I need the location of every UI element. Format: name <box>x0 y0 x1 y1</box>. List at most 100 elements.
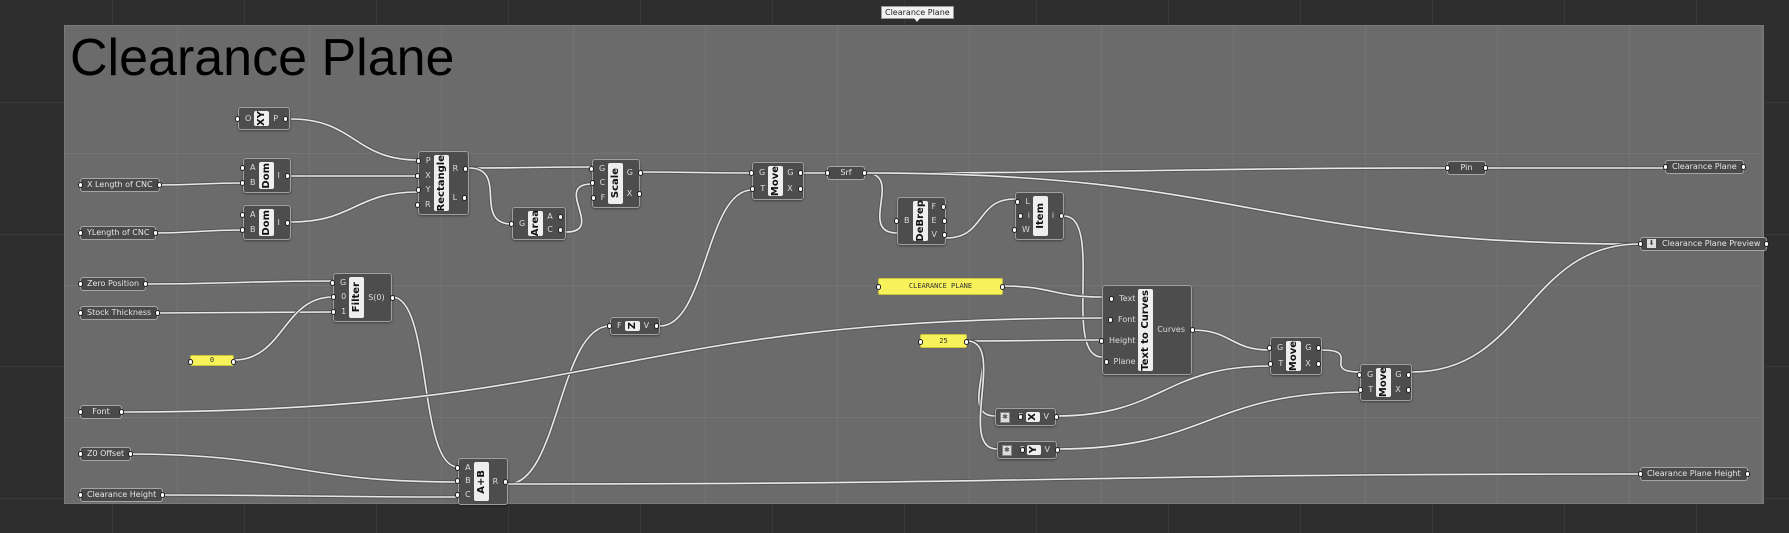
input-port[interactable]: T <box>1358 385 1374 395</box>
input-port[interactable]: Font <box>1107 314 1136 324</box>
output-port[interactable]: I <box>277 170 293 180</box>
output-port[interactable]: R <box>492 476 508 486</box>
input-port[interactable]: A <box>239 210 256 220</box>
output-port[interactable]: E <box>931 216 947 225</box>
wire[interactable] <box>864 172 898 234</box>
panel-zero[interactable]: 0 <box>188 355 236 366</box>
input-port[interactable]: G <box>1266 343 1284 352</box>
wire[interactable] <box>391 296 459 468</box>
output-port[interactable]: P <box>273 113 288 123</box>
output-port[interactable]: S(0) <box>368 292 396 302</box>
wire[interactable] <box>126 453 459 483</box>
output-port[interactable]: Curves <box>1157 325 1195 334</box>
param-srf[interactable]: Srf <box>825 166 867 180</box>
output-port[interactable]: V <box>1044 445 1062 454</box>
wire[interactable] <box>565 183 593 233</box>
wire[interactable] <box>1002 285 1103 298</box>
wire[interactable] <box>121 317 1103 413</box>
output-port[interactable]: X <box>626 189 644 199</box>
wire[interactable] <box>156 494 459 498</box>
wire[interactable] <box>142 280 334 285</box>
input-port[interactable]: B <box>240 177 256 187</box>
wire[interactable] <box>966 340 998 450</box>
wire[interactable] <box>468 166 593 169</box>
wire[interactable] <box>639 171 753 174</box>
wire[interactable] <box>945 198 1016 239</box>
wire[interactable] <box>156 182 244 186</box>
output-port[interactable]: V <box>643 321 661 330</box>
panel-size[interactable]: 25 <box>918 334 969 348</box>
param-ylength[interactable]: YLength of CNC <box>77 226 159 240</box>
param-stock[interactable]: Stock Thickness <box>77 306 161 320</box>
input-port[interactable]: i <box>1016 211 1030 220</box>
output-port[interactable]: G <box>626 167 644 177</box>
output-port[interactable]: A <box>547 211 565 221</box>
output-port[interactable]: G <box>1305 343 1322 352</box>
param-xlength[interactable]: X Length of CNC <box>78 178 162 192</box>
input-port[interactable]: B <box>894 216 910 225</box>
wire[interactable] <box>864 172 1641 245</box>
input-port[interactable]: 0 <box>330 292 347 302</box>
input-port[interactable]: R <box>415 199 431 209</box>
input-port[interactable]: X <box>414 170 431 180</box>
input-port[interactable]: T <box>1268 359 1284 368</box>
input-port[interactable]: B <box>240 224 256 234</box>
group-clearance-plane[interactable] <box>64 25 1764 504</box>
input-port[interactable]: Y <box>415 185 431 195</box>
wire[interactable] <box>966 339 1103 342</box>
param-pin[interactable]: Pin <box>1445 161 1488 175</box>
input-port[interactable]: F <box>1019 445 1025 454</box>
wire[interactable] <box>468 167 513 225</box>
input-port[interactable]: G <box>1356 369 1374 379</box>
wire[interactable] <box>864 167 1448 174</box>
param-outplane[interactable]: Clearance Plane <box>1663 160 1746 174</box>
input-port[interactable]: W <box>1012 225 1030 234</box>
input-port[interactable]: Text <box>1109 293 1136 303</box>
input-port[interactable]: T <box>750 184 766 193</box>
output-port[interactable]: V <box>931 230 949 239</box>
input-port[interactable]: F <box>1018 412 1023 421</box>
output-port[interactable]: G <box>1395 369 1412 379</box>
param-font[interactable]: Font <box>78 405 124 419</box>
wire[interactable] <box>1191 329 1271 351</box>
panel-cleartext[interactable]: CLEARANCE PLANE <box>876 278 1005 295</box>
wire[interactable] <box>1056 391 1361 450</box>
wire[interactable] <box>1321 349 1361 373</box>
wire[interactable] <box>1055 365 1271 417</box>
input-port[interactable]: F <box>591 192 606 202</box>
param-outpreview[interactable]: ⬇Clearance Plane Preview <box>1637 237 1770 251</box>
input-port[interactable]: A <box>239 163 256 173</box>
wire[interactable] <box>507 473 1641 485</box>
wire[interactable] <box>152 229 244 234</box>
output-port[interactable]: G <box>787 168 804 177</box>
wire[interactable] <box>290 118 419 161</box>
output-port[interactable]: F <box>931 202 945 211</box>
param-z0offset[interactable]: Z0 Offset <box>77 447 134 461</box>
param-outheight[interactable]: Clearance Plane Height <box>1638 467 1750 481</box>
output-port[interactable]: i <box>1051 211 1066 220</box>
wire[interactable] <box>659 189 753 327</box>
input-port[interactable]: C <box>590 178 606 188</box>
output-port[interactable]: X <box>787 184 805 193</box>
input-port[interactable]: Plane <box>1103 356 1136 366</box>
input-port[interactable]: A <box>454 462 471 472</box>
param-clearheight[interactable]: Clearance Height <box>77 488 166 502</box>
input-port[interactable]: F <box>607 321 622 330</box>
input-port[interactable]: L <box>1014 197 1030 206</box>
wire[interactable] <box>151 311 334 314</box>
output-port[interactable]: I <box>277 217 293 227</box>
output-port[interactable]: V <box>1043 412 1061 421</box>
